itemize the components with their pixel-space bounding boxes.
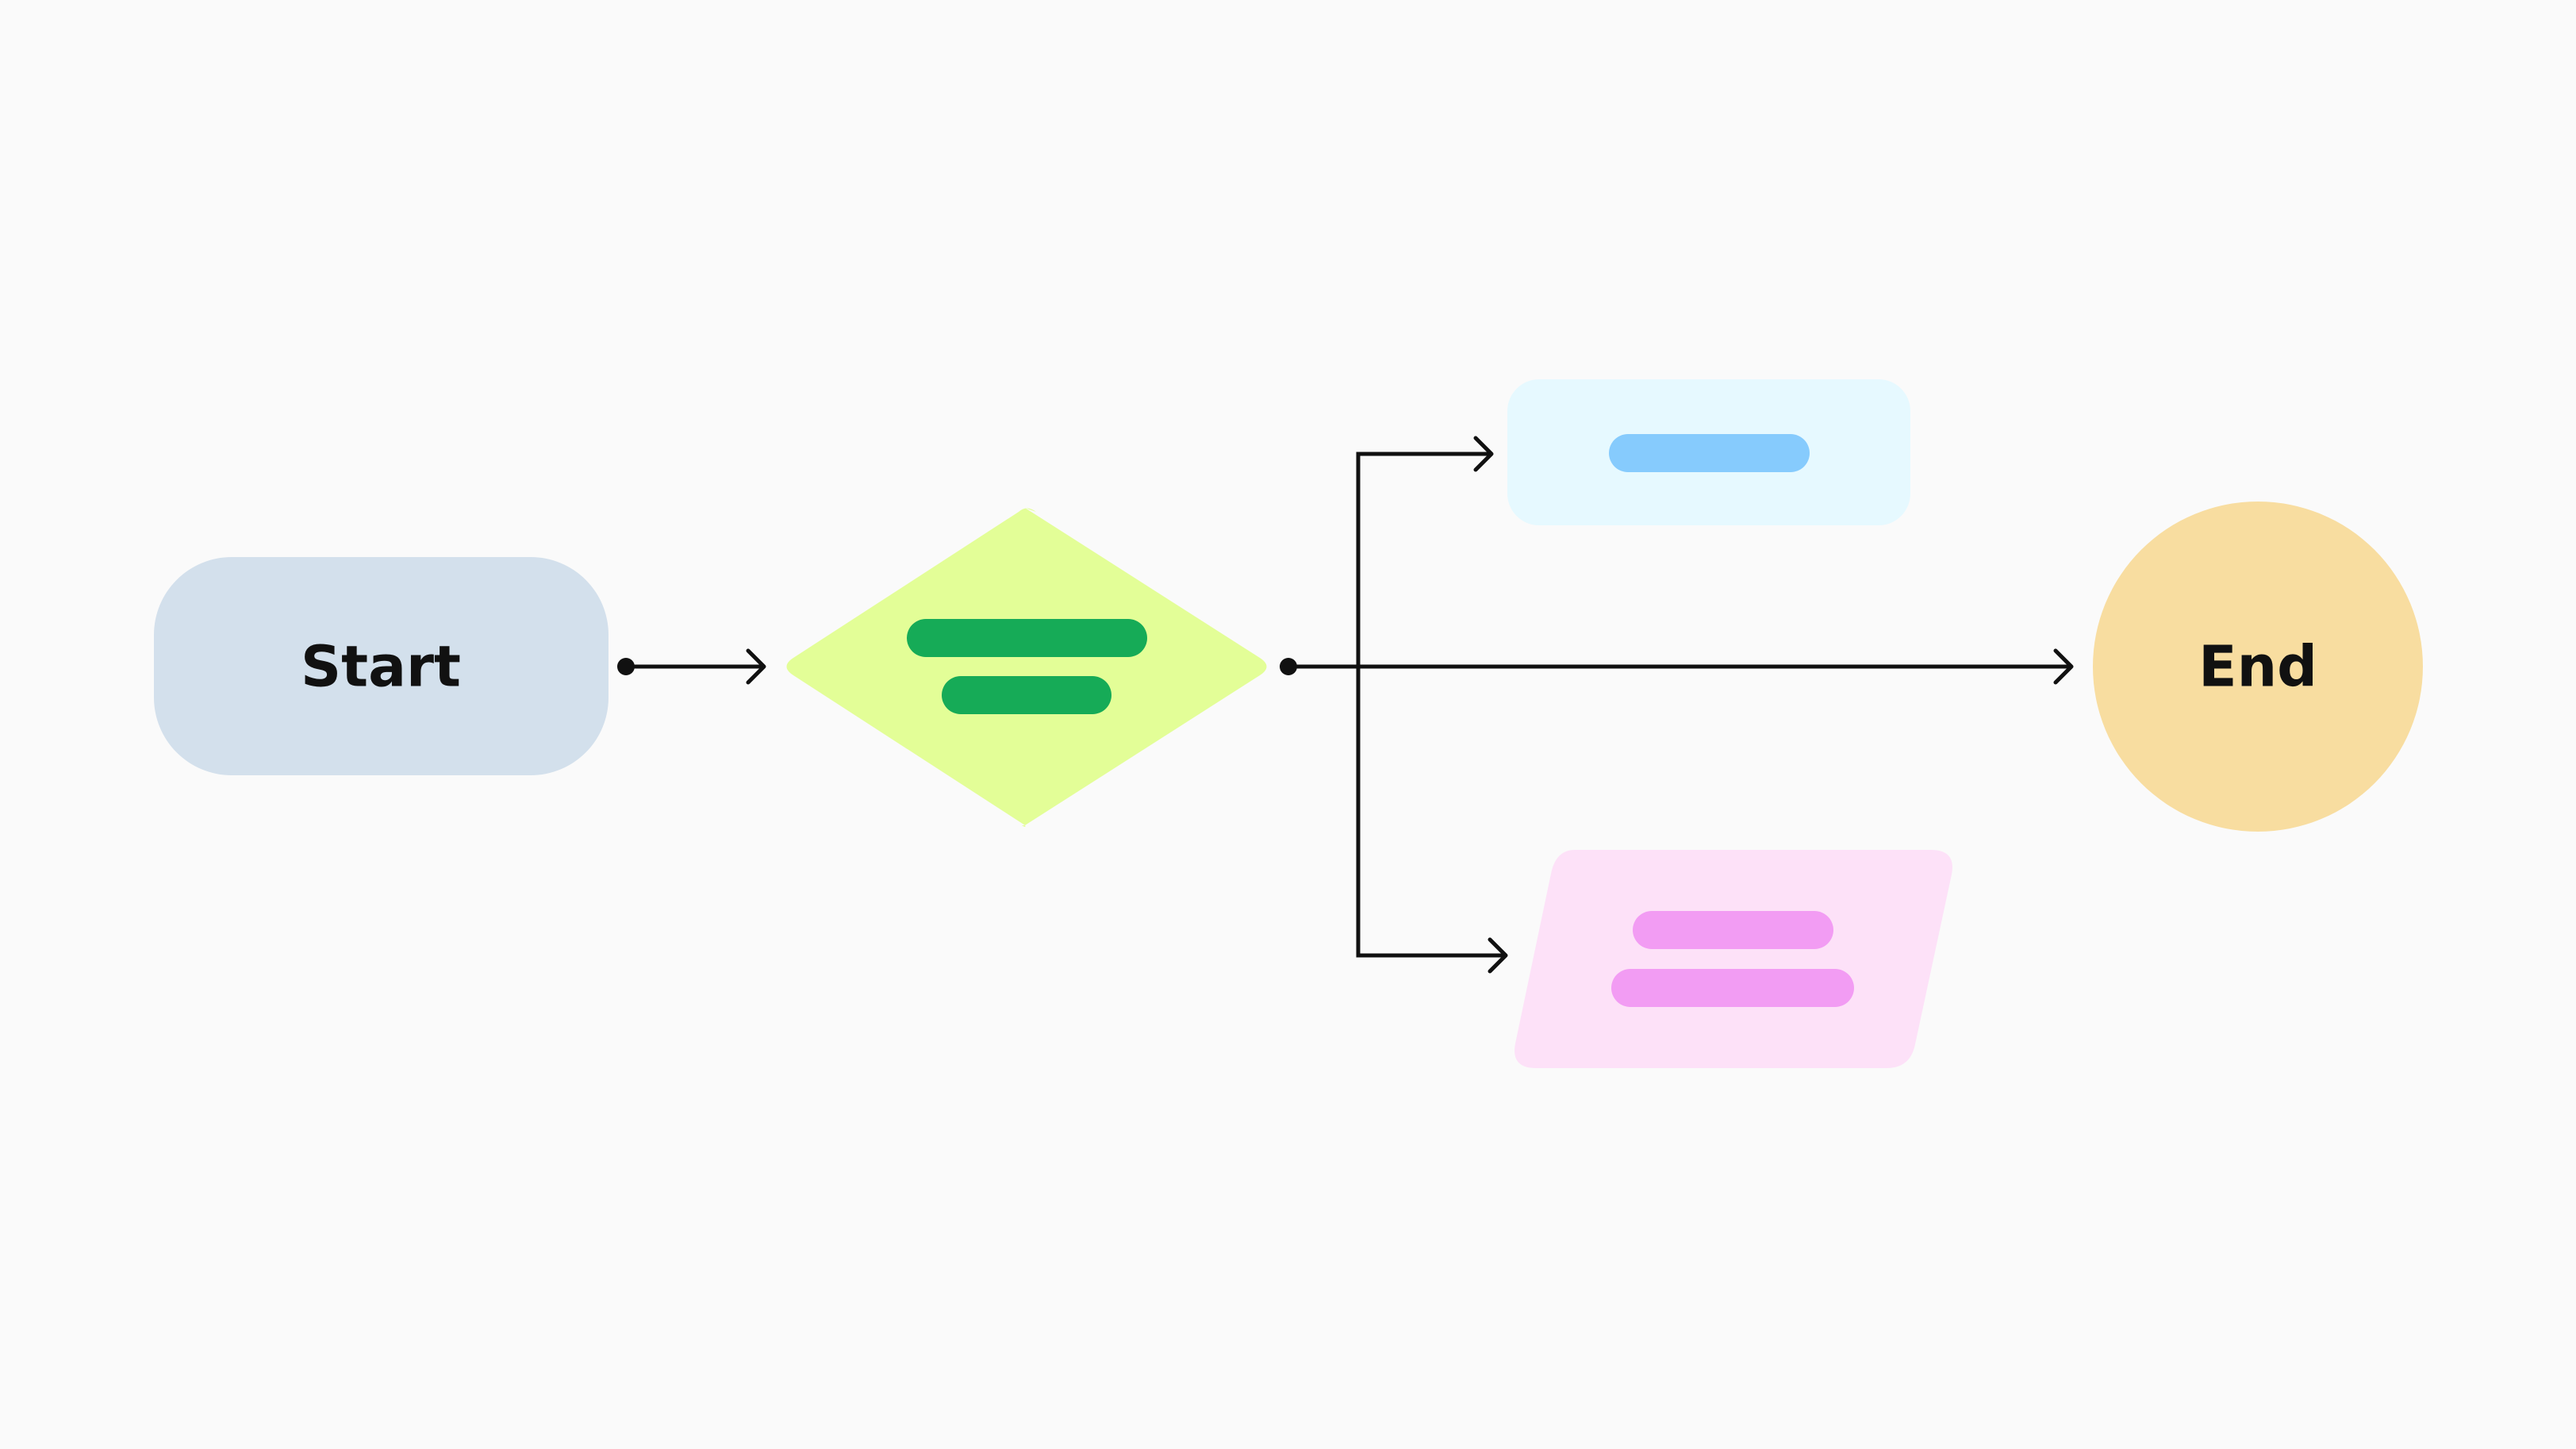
- edge-start-arrowhead: [746, 648, 766, 685]
- end-node[interactable]: End: [2093, 502, 2423, 832]
- data-node-shape: [1515, 850, 1952, 1068]
- edge-decision-to-process[interactable]: [1356, 436, 1494, 667]
- decision-node-shape: [786, 508, 1267, 827]
- data-text-placeholder-line-2: [1611, 969, 1854, 1007]
- data-node[interactable]: [1515, 850, 1952, 1068]
- edge-process-arrowhead: [1473, 436, 1494, 472]
- end-label: End: [2198, 634, 2317, 700]
- edge-end-arrowhead: [2053, 648, 2074, 685]
- start-node-shape: [154, 557, 608, 775]
- edge-decision-to-end[interactable]: [1280, 648, 2074, 685]
- end-node-shape: [2093, 502, 2423, 832]
- edge-start-to-decision[interactable]: [617, 648, 766, 685]
- process-text-placeholder-line: [1609, 434, 1810, 472]
- start-label: Start: [301, 634, 461, 700]
- edge-data-arrowhead: [1488, 937, 1508, 974]
- edge-data-line: [1356, 667, 1505, 958]
- edge-process-line: [1356, 452, 1491, 667]
- process-node[interactable]: [1507, 379, 1910, 525]
- decision-text-placeholder-line-1: [907, 619, 1147, 657]
- decision-text-placeholder-line-2: [942, 676, 1111, 714]
- data-text-placeholder-line-1: [1633, 911, 1833, 949]
- start-node[interactable]: Start: [154, 557, 608, 775]
- edge-decision-to-data[interactable]: [1356, 667, 1508, 974]
- decision-node[interactable]: [786, 508, 1267, 827]
